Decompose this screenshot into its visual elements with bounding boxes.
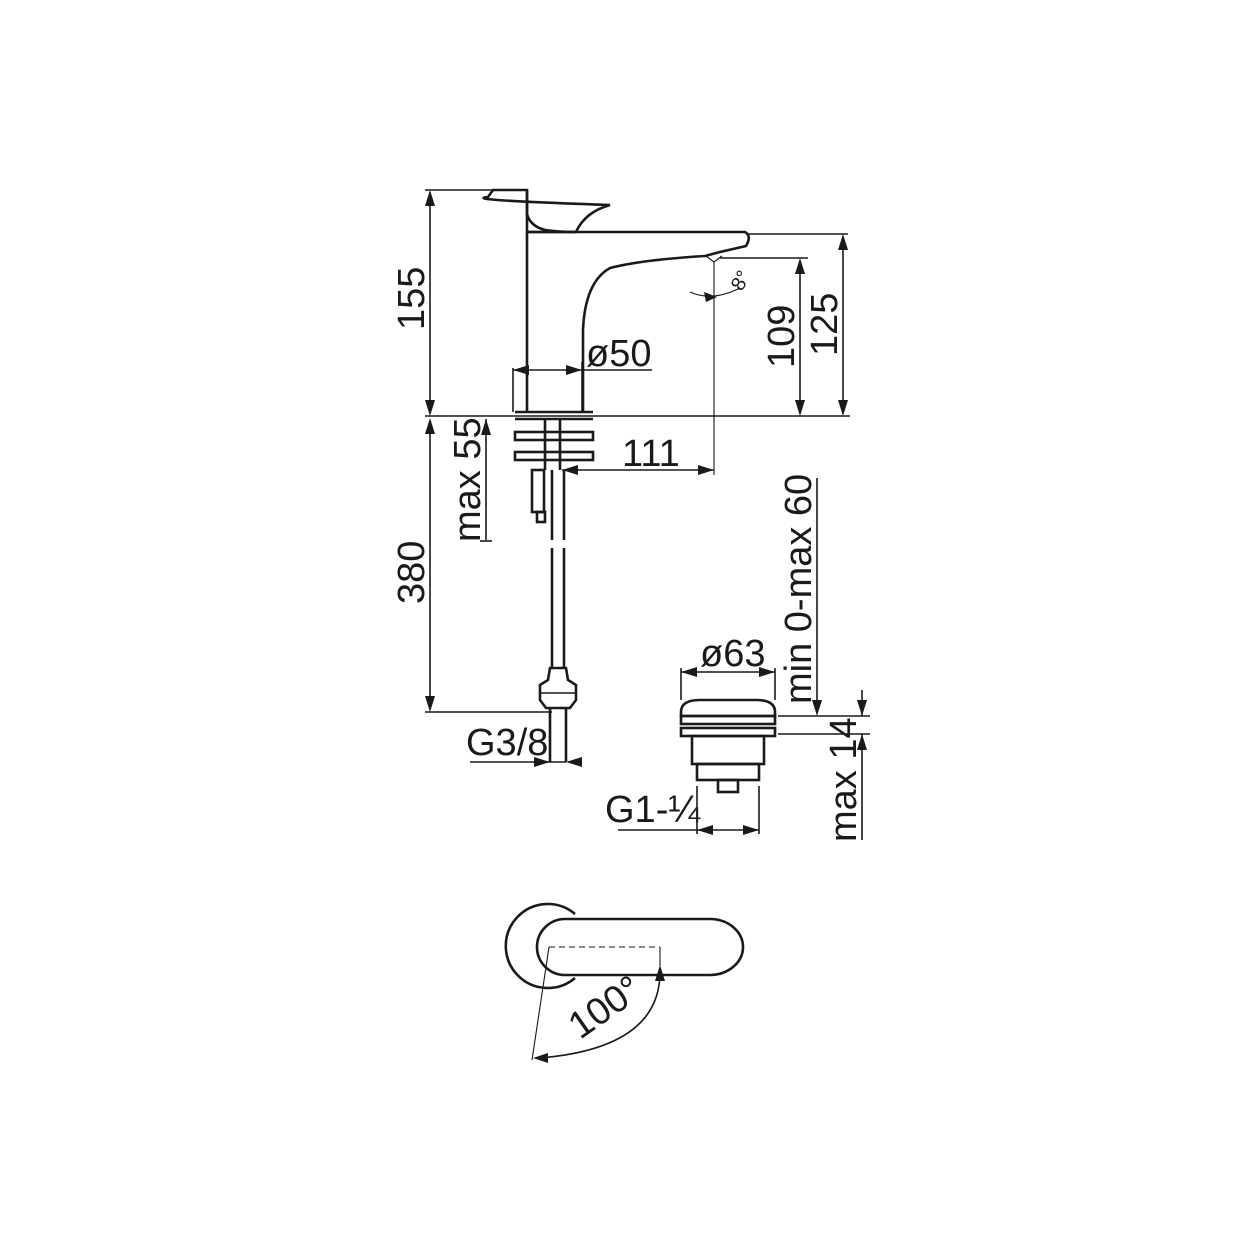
waste-cap	[679, 698, 777, 718]
label-angle-8: 8°	[727, 267, 755, 294]
hose-tail-left	[530, 468, 546, 514]
dim-reach-111: 111	[562, 433, 714, 475]
label-max-55: max 55	[447, 417, 489, 542]
waste-thread	[695, 762, 761, 782]
lever-handle	[482, 188, 611, 234]
spout-outlet	[705, 255, 723, 263]
label-diameter-50: ø50	[586, 333, 651, 375]
lever-top-view	[504, 902, 745, 990]
waste-side-view	[679, 698, 777, 794]
label-min0-max60: min 0-max 60	[778, 474, 820, 704]
mixer-side-view	[482, 188, 751, 421]
label-reach-111: 111	[622, 433, 680, 475]
dim-height-155: 155	[391, 189, 525, 416]
dim-min0-max60: min 0-max 60	[778, 474, 870, 735]
dim-spout-109: 109	[720, 257, 808, 416]
dim-diameter-63: ø63	[680, 633, 776, 700]
below-deck-fixings	[513, 419, 595, 762]
label-diameter-63: ø63	[700, 633, 765, 675]
label-thread-g114: G1-¼	[605, 789, 701, 831]
lever-outline	[525, 190, 577, 234]
dim-hose-380: 380	[391, 418, 552, 713]
dim-thread-g38: G3/8	[466, 722, 582, 767]
fixing-nut	[513, 450, 595, 462]
label-height-155: 155	[391, 267, 433, 330]
hose-connector-nut	[538, 666, 578, 710]
waste-flange	[679, 714, 777, 726]
dim-diameter-50: ø50	[512, 333, 652, 412]
label-spout-109: 109	[761, 305, 803, 368]
label-max-14: max 14	[823, 717, 865, 842]
dim-thread-g114: G1-¼	[605, 786, 760, 835]
waste-body	[690, 734, 766, 766]
dim-angle-8: 8°	[689, 262, 755, 475]
label-hose-380: 380	[391, 541, 433, 604]
base-rosette	[504, 902, 576, 990]
label-thread-g38: G3/8	[466, 722, 548, 764]
dim-max-55: max 55	[447, 417, 492, 542]
fixing-washer	[513, 430, 595, 442]
dim-rotation-100: 100°	[531, 946, 665, 1063]
dim-spout-top-125: 125	[748, 233, 848, 416]
dim-max-14: max 14	[823, 690, 867, 842]
lever-top-outline	[535, 917, 745, 977]
waste-tail	[716, 778, 740, 794]
label-spout-top-125: 125	[804, 293, 846, 356]
body-right-spout-edge	[576, 230, 751, 412]
